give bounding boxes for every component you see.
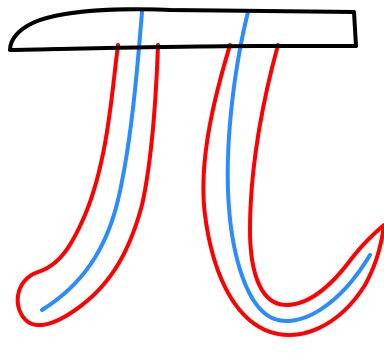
left-leg-outline [15,43,160,328]
left-leg-centerline [40,10,144,312]
right-leg-outline [201,43,384,337]
right-leg-centerline [225,10,372,323]
crossbar-outline [8,7,358,52]
